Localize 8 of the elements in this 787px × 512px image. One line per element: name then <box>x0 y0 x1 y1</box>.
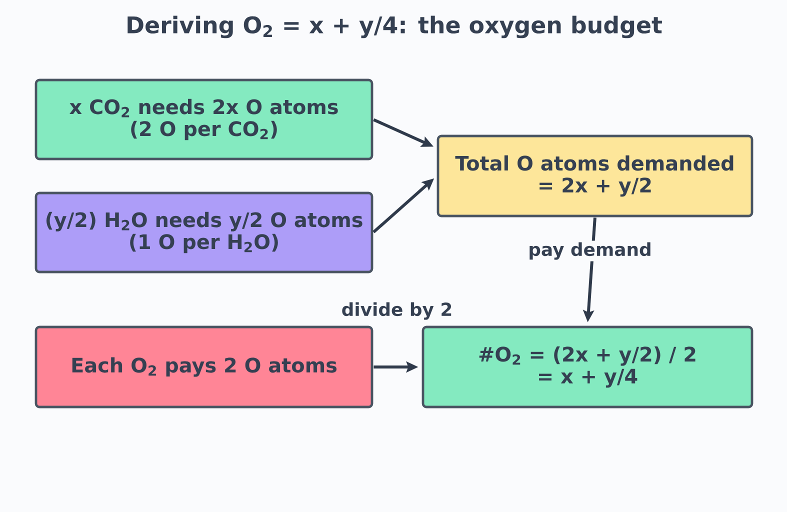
process-box: x CO$_{2}$ needs 2x O atoms (2 O per CO$_{2}$) <box>34 78 374 160</box>
process-box: #O$_{2}$ = (2x + y/2) / 2 = x + y/4 <box>422 326 754 408</box>
edge-label: pay demand <box>526 240 654 262</box>
title: Deriving O$_{2}$ = x + y/4: the oxygen budget <box>128 16 662 38</box>
process-box: Total O atoms demanded = 2x + y/2 <box>436 134 754 218</box>
process-box: Each O$_{2}$ pays 2 O atoms <box>34 326 374 408</box>
edge-label: divide by 2 <box>340 300 454 322</box>
process-box: (y/2) H$_{2}$O needs y/2 O atoms (1 O per H$_{2}$O) <box>34 192 374 274</box>
